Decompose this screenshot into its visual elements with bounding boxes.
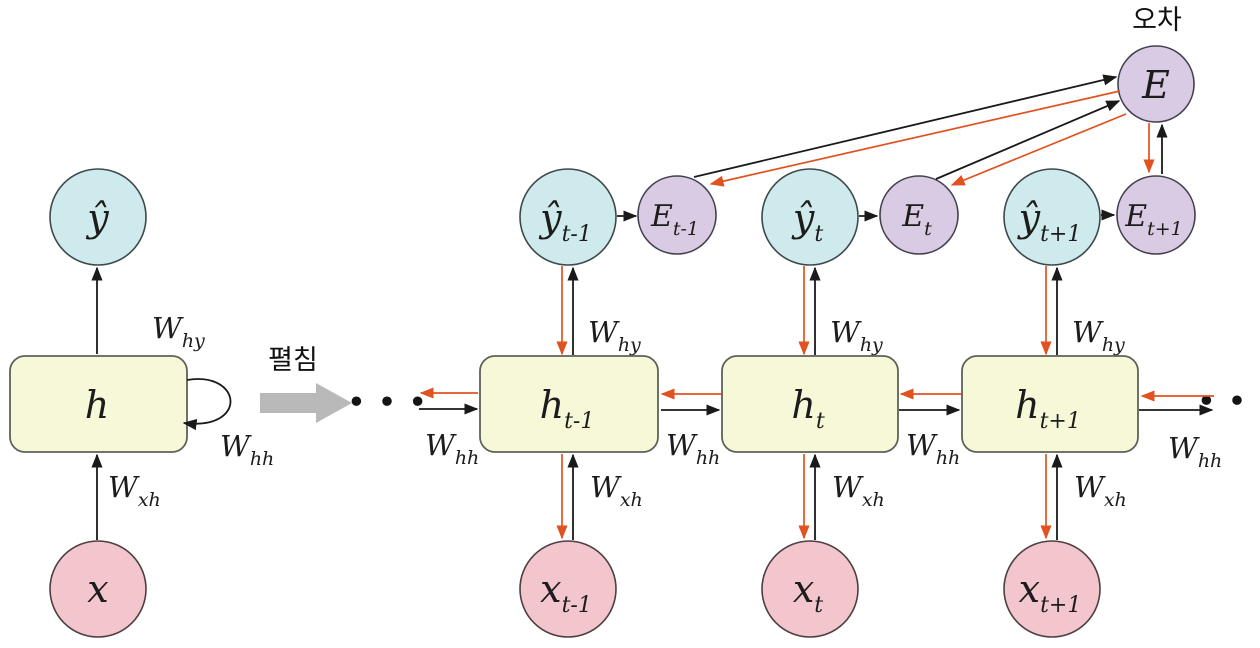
hidden-node-t-1 xyxy=(479,355,659,453)
input-node-t+1 xyxy=(1003,540,1101,638)
error-node-total xyxy=(1117,45,1195,123)
input-label-t+1: xt+1 xyxy=(1019,567,1082,618)
hidden-label-t: ht xyxy=(791,383,824,434)
output-node-t xyxy=(761,168,859,266)
weight-label-why-t: Why xyxy=(830,315,883,356)
weight-label-why-t-1: Why xyxy=(588,315,641,356)
error-label-t+1: Et+1 xyxy=(1124,199,1183,240)
ellipsis-left: • • • xyxy=(348,387,429,418)
weight-label-why-folded: Why xyxy=(152,311,205,352)
hidden-label-t+1: ht+1 xyxy=(1015,383,1081,434)
folded-output-node xyxy=(49,168,147,266)
weight-label-whh-folded: Whh xyxy=(220,429,274,470)
input-node-t xyxy=(761,540,859,638)
weight-label-wxh-t+1: Wxh xyxy=(1074,470,1127,511)
error-node-t-1 xyxy=(637,175,717,255)
output-node-t-1 xyxy=(519,168,617,266)
weight-label-whh-mid2: Whh xyxy=(906,428,960,469)
unfold-label: 펼침 xyxy=(268,345,318,376)
weight-label-whh-right: Whh xyxy=(1168,431,1222,472)
folded-output-label: ŷ xyxy=(85,196,109,240)
folded-input-node xyxy=(49,540,147,638)
output-label-t-1: ŷt-1 xyxy=(538,196,592,247)
weight-label-whh-mid1: Whh xyxy=(666,428,720,469)
folded-input-label: x xyxy=(87,567,108,611)
input-label-t-1: xt-1 xyxy=(540,567,592,618)
hidden-node-t+1 xyxy=(961,355,1139,453)
error-label-t-1: Et-1 xyxy=(650,199,699,240)
hidden-node-t xyxy=(721,355,899,453)
folded-hidden-label: h xyxy=(85,383,109,427)
error-label-t: Et xyxy=(901,199,932,240)
unfold-arrow xyxy=(260,383,352,423)
output-label-t+1: ŷt+1 xyxy=(1017,196,1082,247)
weight-label-wxh-t: Wxh xyxy=(832,470,885,511)
folded-hidden-node xyxy=(9,355,188,453)
output-label-t: ŷt xyxy=(791,196,823,247)
error-node-t xyxy=(879,175,959,255)
weight-label-wxh-folded: Wxh xyxy=(108,470,161,511)
output-node-t+1 xyxy=(1003,168,1101,266)
self-loop-edge-whh xyxy=(182,378,232,431)
error-total-label: E xyxy=(1141,63,1170,107)
weight-label-whh-left: Whh xyxy=(425,428,479,469)
input-node-t-1 xyxy=(519,540,617,638)
forward-edge-e-t-1-to-e xyxy=(693,74,1118,178)
hidden-label-t-1: ht-1 xyxy=(540,383,595,434)
error-node-t+1 xyxy=(1116,175,1196,255)
forward-edge-e-t-to-e xyxy=(935,100,1121,180)
weight-label-wxh-t-1: Wxh xyxy=(590,470,643,511)
weight-label-why-t+1: Why xyxy=(1072,315,1125,356)
error-total-korean-label: 오차 xyxy=(1132,5,1182,36)
backward-edge-e-to-e-t xyxy=(950,113,1127,186)
input-label-t: xt xyxy=(793,567,823,618)
ellipsis-right: • • • xyxy=(1198,386,1260,417)
backward-edge-e-to-e-t-1 xyxy=(709,90,1121,187)
